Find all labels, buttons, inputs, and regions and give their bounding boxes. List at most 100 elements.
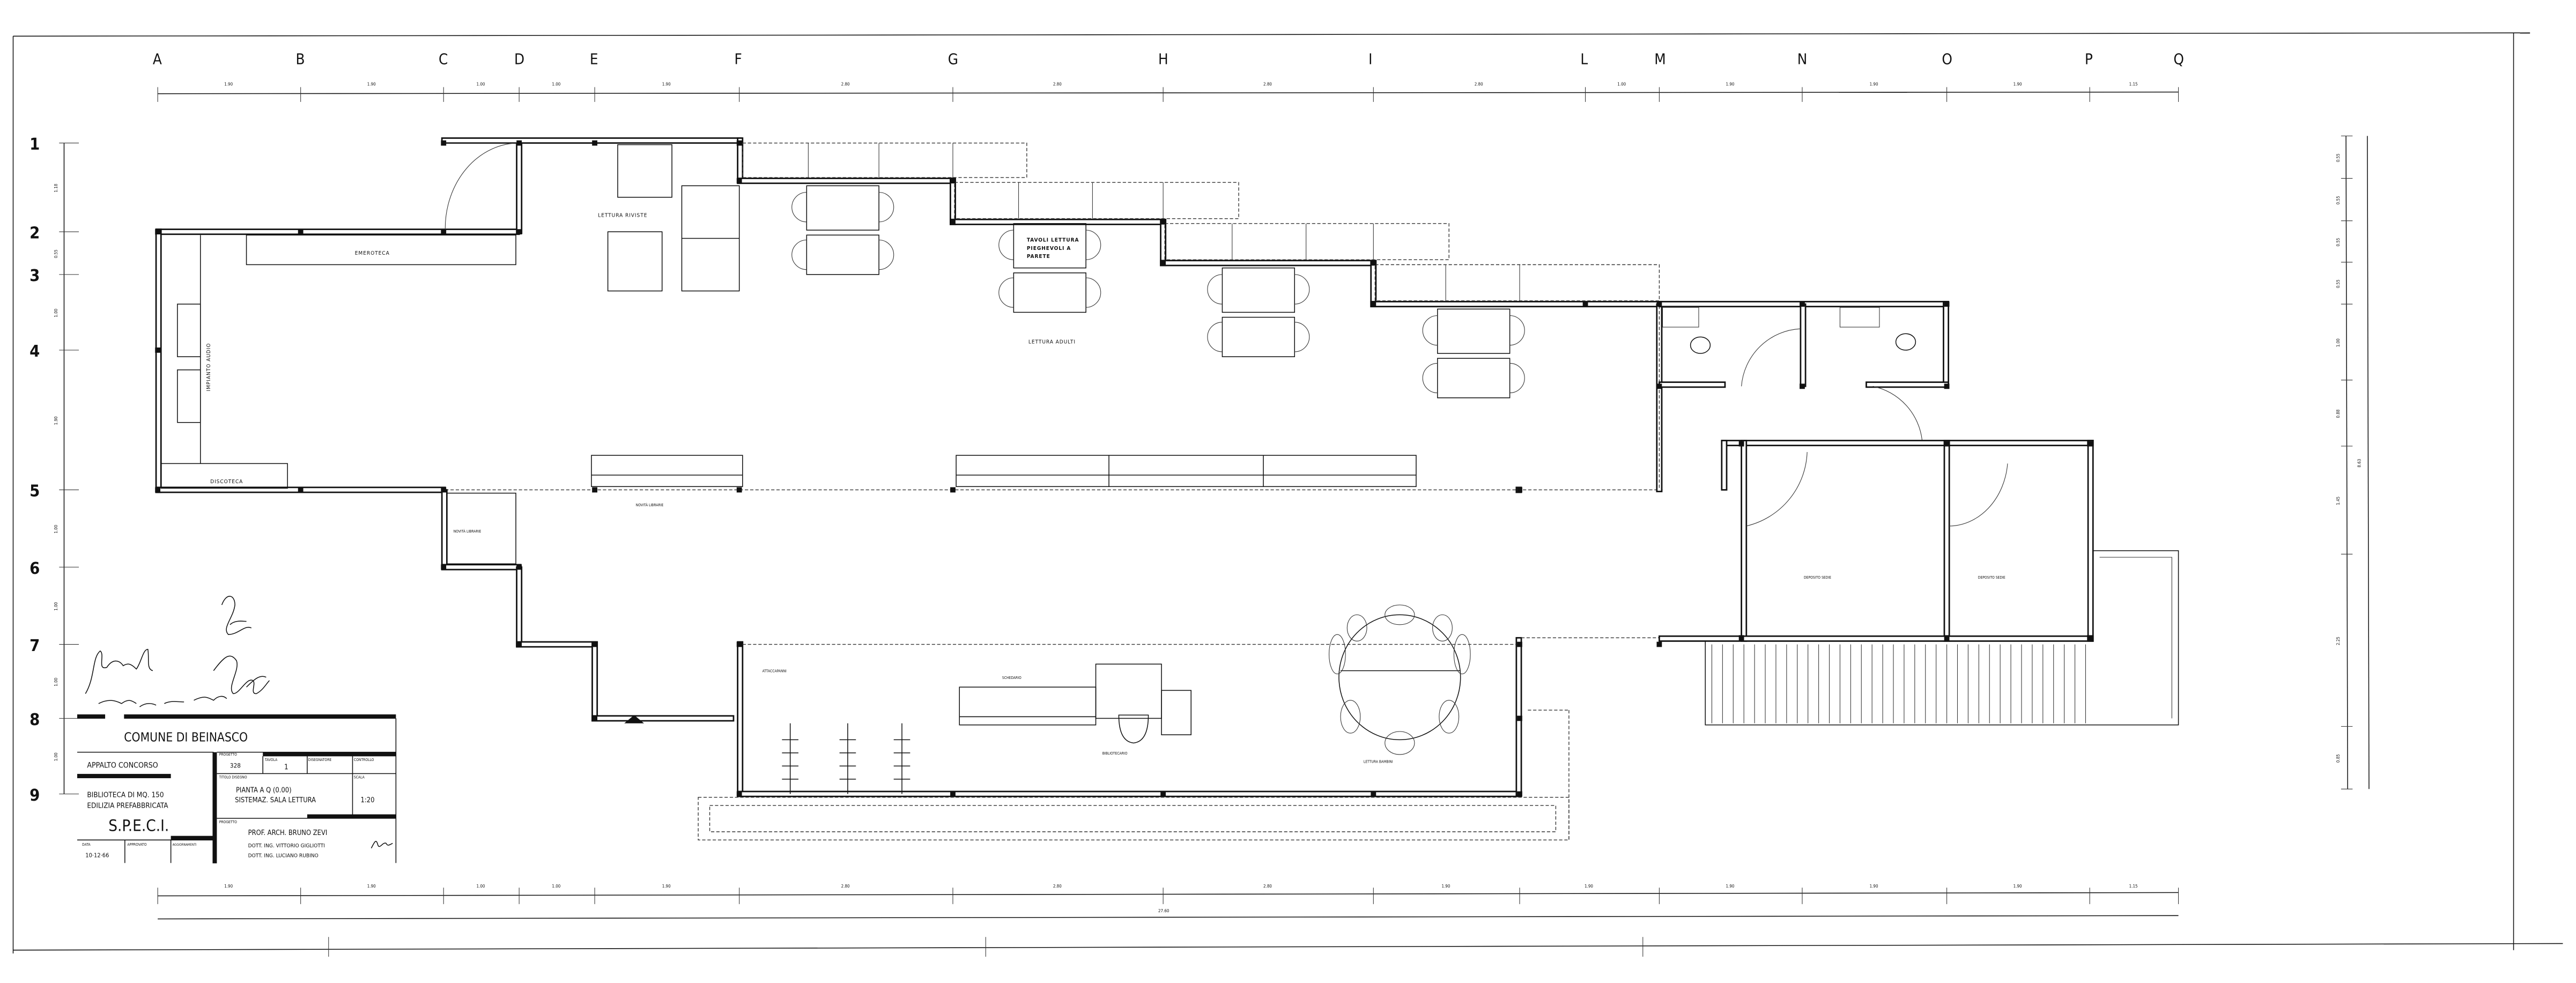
reading-table — [1437, 358, 1511, 398]
municipality-title: COMUNE DI BEINASCO — [124, 730, 248, 744]
dimension-value: 0.88 — [2336, 409, 2341, 418]
pillar — [1517, 715, 1522, 721]
pillar — [155, 229, 161, 235]
grid-column-label: Q — [2173, 50, 2184, 68]
pillar — [1944, 383, 1950, 389]
pillar — [155, 487, 161, 493]
pillar — [1944, 441, 1950, 447]
pillar — [1371, 260, 1376, 266]
pillar — [441, 229, 447, 235]
dimension-value: 1.00 — [54, 752, 58, 761]
grid-row-label: 2 — [29, 224, 40, 242]
dimension-value: 0.55 — [2336, 153, 2341, 162]
checked-label: CONTROLLO — [354, 758, 374, 762]
dimension-value: 2.80 — [1053, 82, 1062, 86]
grid-column-label: L — [1580, 50, 1588, 68]
pillar — [736, 178, 742, 184]
room-label-lettura-adulti: LETTURA ADULTI — [1028, 339, 1076, 345]
chair — [791, 239, 807, 270]
room-label-emeroteca: EMEROTECA — [355, 250, 390, 256]
dimension-value: 1.90 — [662, 82, 671, 86]
grid-column-label: H — [1158, 50, 1168, 68]
dimension-value: 1.90 — [1726, 884, 1734, 889]
dimension-value: 2.80 — [1263, 82, 1272, 86]
grid-row-label: 3 — [29, 267, 40, 285]
grid-column-label: E — [590, 50, 598, 68]
walls — [155, 137, 1663, 797]
drawing-title-label: TITOLO DISEGNO — [219, 775, 247, 780]
grid-column-label: D — [514, 50, 524, 68]
pillar — [1944, 301, 1950, 307]
sheet-number: 1 — [284, 763, 288, 772]
pillar — [1160, 219, 1166, 225]
pillar — [1800, 301, 1805, 307]
emeroteca-shelf — [246, 234, 516, 265]
grid-column-label: N — [1797, 50, 1808, 68]
chair — [879, 192, 894, 223]
drawing-title-1: PIANTA A Q (0.00) — [236, 786, 292, 794]
dimension-value: 1.00 — [1617, 82, 1626, 86]
grid-row-label: 4 — [29, 342, 40, 361]
chair — [1422, 315, 1438, 346]
dimension-value: 1.00 — [54, 524, 58, 533]
reading-table — [1013, 223, 1086, 269]
pillar — [1944, 635, 1950, 641]
dimension-line — [2345, 136, 2348, 789]
approved-label: APPROVATO — [127, 842, 146, 847]
date-label: DATA — [82, 842, 91, 847]
pillar — [592, 641, 597, 647]
dimension-value: 2.25 — [2336, 637, 2341, 645]
children-round-table — [1329, 604, 1471, 755]
pillar — [950, 219, 956, 225]
pillar — [298, 229, 304, 235]
contract-type: APPALTO CONCORSO — [87, 761, 158, 770]
pillar — [441, 487, 447, 493]
dimension-value: 1.90 — [662, 884, 671, 889]
sheet-frame — [12, 32, 2563, 954]
dimension-value: 1.90 — [367, 884, 376, 889]
dimension-value: 0.85 — [2336, 754, 2341, 763]
drawing-title-2: SISTEMAZ. SALA LETTURA — [235, 796, 316, 804]
scale-value: 1:20 — [360, 796, 374, 804]
dimension-value: 1.00 — [552, 884, 560, 889]
pillar — [1517, 487, 1522, 493]
pillar — [1656, 641, 1662, 647]
pillar — [298, 487, 304, 493]
room-label-tavoli-line-2: PIEGHEVOLI A — [1027, 246, 1071, 252]
room-label-tavoli-line-3: PARETE — [1027, 254, 1050, 260]
dimension-value: 1.00 — [54, 677, 58, 686]
dimension-value: 2.80 — [1475, 82, 1483, 86]
grid-row-label: 7 — [29, 637, 40, 655]
chair — [1086, 277, 1101, 308]
dimension-value: 0.55 — [2336, 279, 2341, 288]
room-label-novita-librarie-2: NOVITÀ LIBRARIE — [454, 529, 482, 534]
pillar — [950, 791, 956, 797]
pillar — [516, 564, 522, 570]
total-dimension-line — [2367, 136, 2370, 789]
dimension-value: 1.15 — [2129, 82, 2138, 86]
room-label-attaccapanni: ATTACCAPANNI — [763, 669, 787, 674]
grid-row-label: 6 — [29, 559, 40, 578]
reading-table — [806, 185, 879, 231]
dimension-value: 1.90 — [1870, 82, 1878, 86]
pillar — [1371, 791, 1376, 797]
grid-column-label: P — [2085, 50, 2093, 68]
grid-column-label: I — [1368, 50, 1372, 68]
stair-treads — [1711, 644, 2086, 723]
room-label-lettura-riviste: LETTURA RIVISTE — [598, 213, 647, 219]
pillar — [736, 140, 742, 146]
dimension-value: 1.00 — [54, 602, 58, 610]
chair — [879, 239, 894, 270]
pillar — [2087, 441, 2093, 447]
toilet-block — [1659, 301, 1950, 441]
reading-table — [1222, 267, 1296, 313]
pillar — [1371, 301, 1376, 307]
room-label-schedario: SCHEDARIO — [1002, 676, 1021, 680]
project-description-2: EDILIZIA PREFABBRICATA — [87, 802, 168, 810]
reading-table — [1013, 272, 1086, 313]
grid-row-label: 8 — [29, 711, 40, 729]
dimension-value: 1.18 — [54, 183, 58, 192]
